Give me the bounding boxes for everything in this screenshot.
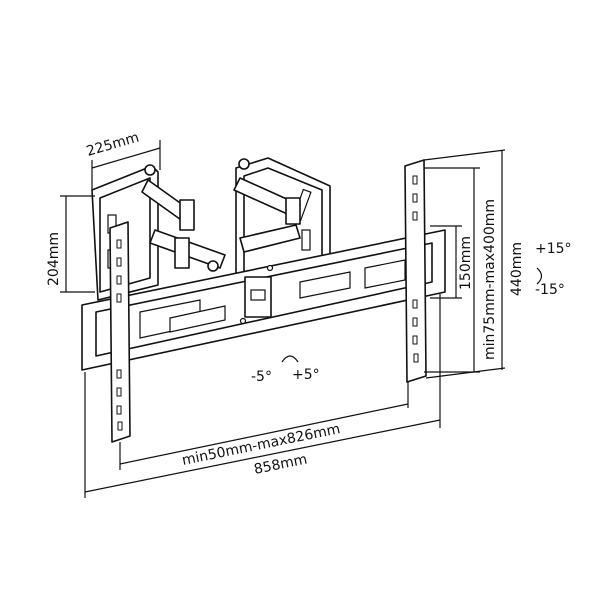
tilt-down-label: -15° <box>535 282 565 298</box>
right-vertical-strip <box>404 159 427 383</box>
articulating-arms <box>141 158 301 272</box>
left-vertical-strip <box>109 221 131 443</box>
dimension-lines <box>60 140 543 498</box>
swivel-left-label: -5° <box>251 369 272 385</box>
total-width-label: 858mm <box>253 451 309 477</box>
vertical-hole-range-label: min75mm-max400mm <box>482 199 498 360</box>
arm-depth-label: 225mm <box>85 130 141 160</box>
rail-height-label: 150mm <box>458 236 474 290</box>
wall-plate-height-label: 204mm <box>46 232 62 286</box>
swivel-right-label: +5° <box>292 367 320 383</box>
horizontal-rail <box>81 229 446 371</box>
strip-height-label: 440mm <box>509 242 525 296</box>
tilt-up-label: +15° <box>535 241 572 257</box>
